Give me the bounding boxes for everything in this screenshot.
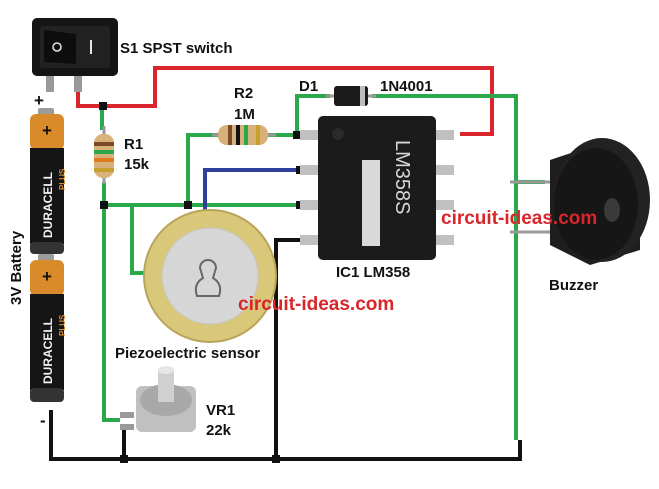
battery-top-cell bbox=[30, 108, 64, 254]
buzzer-label: Buzzer bbox=[549, 277, 599, 294]
cell-bottom-sub: PLUS bbox=[58, 314, 67, 336]
switch-s1 bbox=[32, 18, 118, 92]
d1-part-label: 1N4001 bbox=[380, 78, 433, 95]
supply-wire bbox=[76, 66, 494, 136]
piezo-label: Piezoelectric sensor bbox=[115, 345, 261, 362]
battery-minus-sign: - bbox=[40, 411, 46, 430]
r1-value-label: 15k bbox=[124, 156, 150, 173]
r2-name-label: R2 bbox=[234, 85, 254, 102]
piezo-wire bbox=[203, 168, 300, 225]
potentiometer-vr1 bbox=[120, 366, 196, 432]
vr1-name-label: VR1 bbox=[206, 402, 236, 419]
battery-label: 3V Battery bbox=[8, 230, 25, 305]
battery-bottom-cell bbox=[30, 254, 64, 402]
diode-d1 bbox=[326, 86, 376, 106]
ic-label: IC1 LM358 bbox=[336, 264, 411, 281]
buzzer bbox=[510, 138, 650, 265]
cell-bottom-plus: + bbox=[42, 267, 52, 286]
r1-name-label: R1 bbox=[124, 136, 144, 153]
vr1-value-label: 22k bbox=[206, 422, 232, 439]
cell-top-plus: + bbox=[42, 121, 52, 140]
cell-top-sub: PLUS bbox=[58, 168, 67, 190]
resistor-r1 bbox=[94, 126, 114, 184]
r2-value-label: 1M bbox=[234, 106, 255, 123]
battery-plus-sign: + bbox=[34, 91, 44, 110]
ic-marking: LM358S bbox=[391, 140, 413, 215]
watermark-center: circuit-ideas.com bbox=[238, 294, 395, 315]
watermark-right: circuit-ideas.com bbox=[441, 208, 598, 229]
d1-name-label: D1 bbox=[299, 78, 319, 95]
ic-lm358 bbox=[300, 116, 454, 260]
switch-label: S1 SPST switch bbox=[120, 40, 233, 57]
piezo-sensor bbox=[143, 209, 277, 343]
ground-wire bbox=[49, 238, 522, 461]
resistor-r2 bbox=[212, 125, 276, 145]
